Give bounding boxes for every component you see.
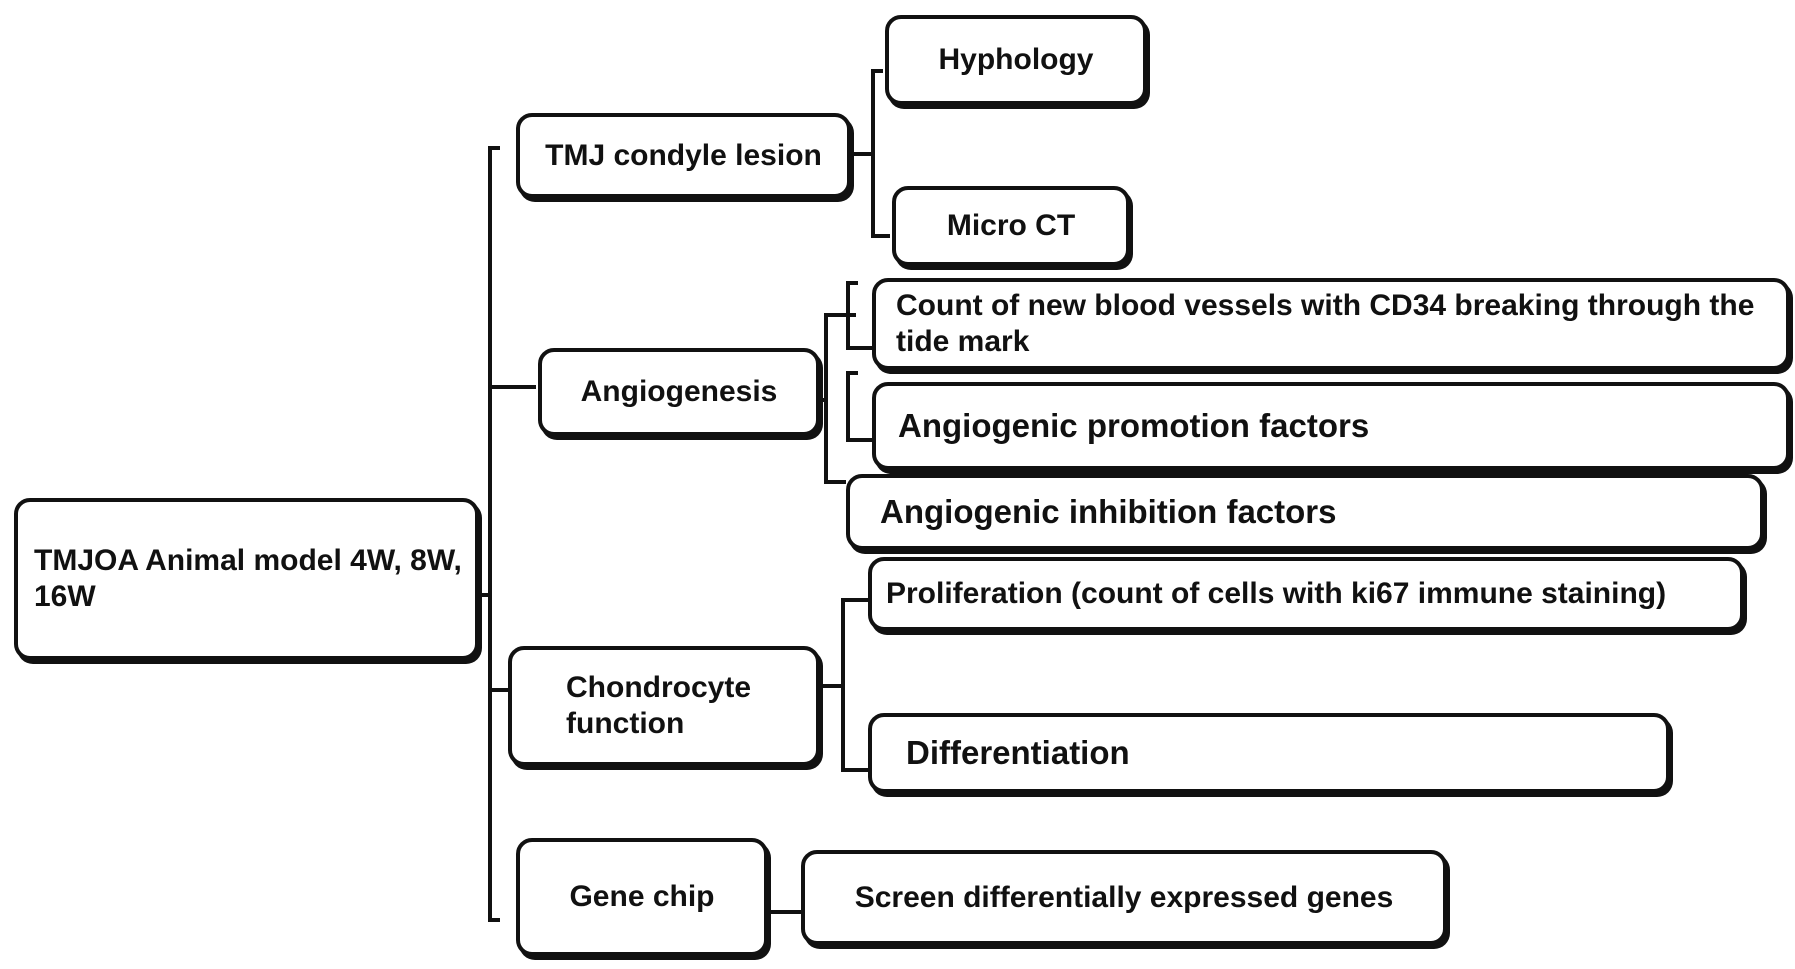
- leaf-cd34-vessel-count: Count of new blood vessels with CD34 bre…: [872, 278, 1790, 370]
- branch-tmj-condyle-lesion-label: TMJ condyle lesion: [545, 138, 822, 172]
- leaf-angiogenic-inhibition-factors: Angiogenic inhibition factors: [846, 474, 1764, 550]
- connector-chondrocyte-children: [818, 598, 868, 772]
- leaf-cd34-vessel-count-label: Count of new blood vessels with CD34 bre…: [896, 289, 1755, 358]
- leaf-proliferation-label: Proliferation (count of cells with ki67 …: [886, 577, 1667, 610]
- leaf-proliferation: Proliferation (count of cells with ki67 …: [868, 557, 1744, 631]
- leaf-angiogenic-promotion-factors: Angiogenic promotion factors: [872, 382, 1790, 470]
- leaf-differentiation: Differentiation: [868, 713, 1670, 793]
- branch-gene-chip-label: Gene chip: [569, 880, 715, 913]
- connector-tmj-children: [850, 69, 890, 238]
- leaf-hyphology: Hyphology: [885, 15, 1147, 105]
- leaf-angiogenic-promotion-factors-label: Angiogenic promotion factors: [898, 407, 1370, 445]
- root-node-label: TMJOA Animal model 4W, 8W, 16W: [34, 544, 462, 613]
- leaf-micro-ct-label: Micro CT: [946, 209, 1076, 242]
- leaf-angiogenic-inhibition-factors-label: Angiogenic inhibition factors: [880, 493, 1337, 531]
- branch-gene-chip: Gene chip: [516, 838, 768, 956]
- leaf-micro-ct: Micro CT: [892, 186, 1130, 266]
- connector-angiogenesis-bracket: [846, 281, 872, 442]
- root-node: TMJOA Animal model 4W, 8W, 16W: [14, 498, 479, 660]
- leaf-differentiation-label: Differentiation: [906, 734, 1130, 772]
- branch-chondrocyte-function-label: Chondrocyte function: [566, 671, 752, 740]
- branch-angiogenesis-label: Angiogenesis: [580, 375, 778, 408]
- branch-chondrocyte-function: Chondrocyte function: [508, 646, 820, 766]
- connector-root-trunk: [478, 146, 500, 922]
- branch-tmj-condyle-lesion: TMJ condyle lesion: [516, 113, 851, 198]
- leaf-hyphology-label: Hyphology: [938, 43, 1094, 76]
- connector-angiogenesis-children: [818, 313, 856, 484]
- branch-angiogenesis: Angiogenesis: [538, 348, 820, 436]
- leaf-screen-differentially-expressed-genes: Screen differentially expressed genes: [801, 850, 1447, 945]
- leaf-screen-differentially-expressed-genes-label: Screen differentially expressed genes: [854, 880, 1394, 914]
